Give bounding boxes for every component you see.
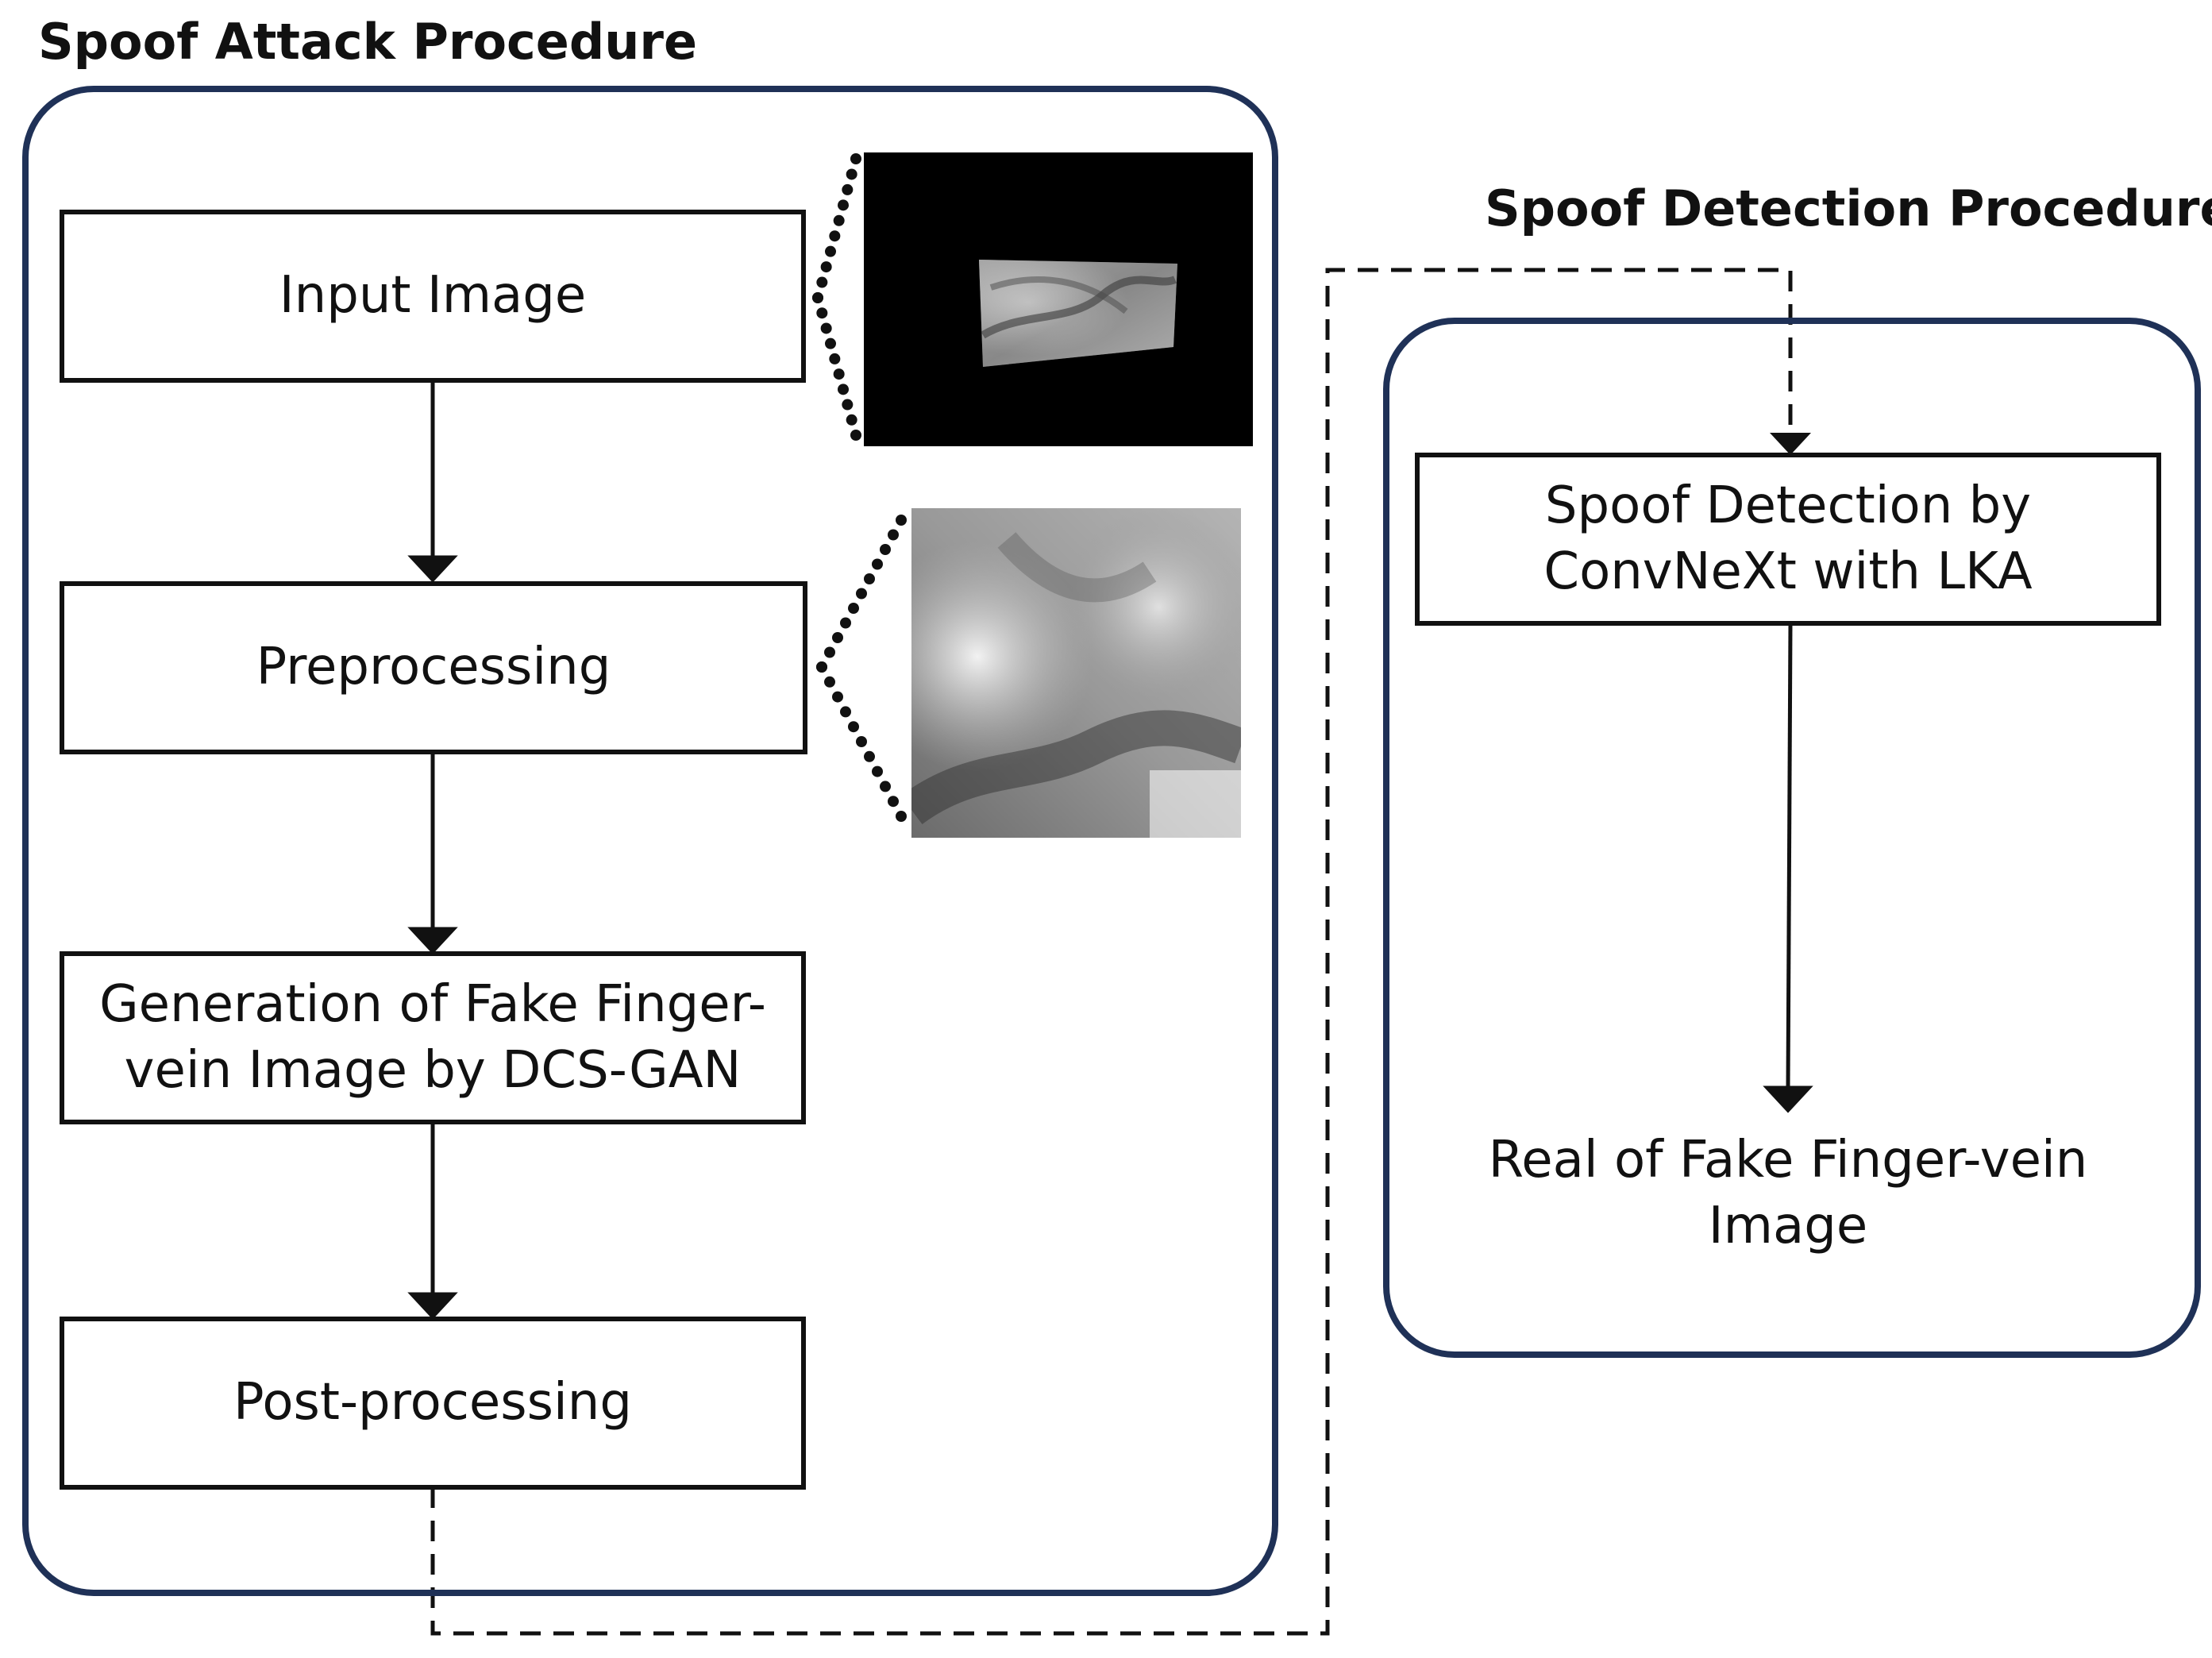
detection-result-label: Real of Fake Finger-vein Image — [1488, 1131, 2088, 1256]
zoom-dot — [846, 414, 857, 426]
post-processing-label: Post-processing — [233, 1373, 632, 1432]
zoom-dot — [888, 529, 899, 541]
zoom-dot — [880, 781, 891, 792]
detection-procedure-title: Spoof Detection Procedure — [1485, 179, 2212, 237]
zoom-dot — [848, 603, 859, 614]
preprocessed-finger-vein-image — [911, 508, 1241, 838]
zoom-dot — [842, 183, 854, 195]
zoom-dot — [816, 276, 828, 288]
zoom-dot — [820, 261, 832, 273]
flow-arrow-detection — [1763, 623, 1813, 1113]
zoom-dot — [832, 632, 843, 643]
zoom-dot — [850, 430, 861, 441]
zoom-dot — [825, 337, 836, 349]
zoom-dot — [842, 399, 854, 411]
spoof-detection-label: Spoof Detection by ConvNeXt with LKA — [1543, 476, 2033, 601]
zoom-dot — [838, 199, 849, 211]
zoom-dot — [850, 153, 861, 164]
zoom-dot — [896, 515, 907, 526]
zoom-connectors — [812, 153, 907, 822]
zoom-dot — [829, 353, 841, 364]
zoom-dot — [864, 573, 875, 584]
zoom-dot — [880, 544, 891, 555]
input-image-box: Input Image — [60, 210, 806, 383]
attack-procedure-title: Spoof Attack Procedure — [38, 13, 698, 71]
post-processing-box: Post-processing — [60, 1317, 806, 1490]
zoom-dot — [838, 384, 849, 395]
zoom-dot — [848, 721, 859, 733]
zoom-dot — [840, 706, 851, 718]
zoom-dot — [824, 676, 835, 688]
zoom-dot — [888, 796, 899, 808]
zoom-dot — [812, 292, 823, 303]
zoom-dot — [833, 368, 845, 380]
input-finger-vein-image — [864, 152, 1253, 446]
zoom-dot — [856, 736, 867, 747]
zoom-dot — [816, 661, 827, 673]
zoom-dot — [856, 588, 867, 600]
input-image-label: Input Image — [279, 266, 587, 326]
zoom-dot — [846, 168, 857, 180]
zoom-dot — [825, 245, 836, 257]
spoof-detection-box: Spoof Detection by ConvNeXt with LKA — [1415, 453, 2161, 626]
zoom-dot — [864, 750, 875, 762]
fake-generation-label: Generation of Fake Finger- vein Image by… — [99, 974, 766, 1100]
detection-procedure-panel — [1383, 318, 2201, 1358]
zoom-dot — [829, 230, 841, 242]
flow-arrows-attack — [407, 382, 458, 1320]
dashed-connector-arrowhead — [1770, 433, 1811, 455]
zoom-dot — [824, 646, 835, 658]
zoom-dot — [833, 214, 845, 226]
zoom-dot — [832, 691, 843, 703]
zoom-dot — [872, 558, 883, 570]
zoom-dot — [820, 322, 832, 334]
preprocessing-label: Preprocessing — [256, 638, 611, 697]
zoom-dot — [816, 307, 828, 319]
attack-procedure-panel — [22, 86, 1278, 1596]
fake-generation-box: Generation of Fake Finger- vein Image by… — [60, 951, 806, 1124]
zoom-dot — [896, 811, 907, 822]
zoom-dot — [840, 617, 851, 629]
preprocessing-box: Preprocessing — [60, 581, 807, 754]
zoom-dot — [872, 765, 883, 777]
